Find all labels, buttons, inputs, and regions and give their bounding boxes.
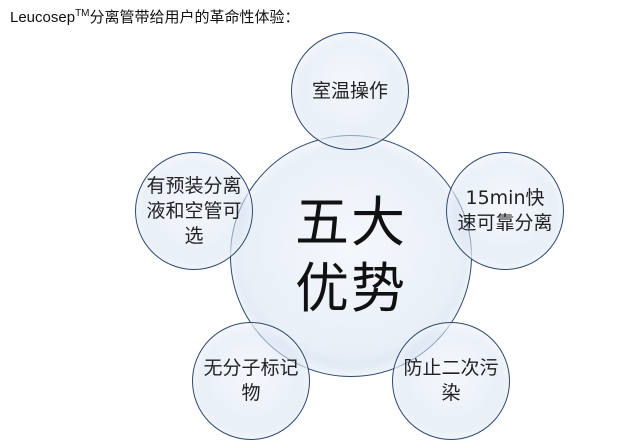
bubble-label: 15min快速可靠分离 [457,187,553,234]
bubble-room-temperature: 室温操作 [291,32,409,150]
bubble-no-markers: 无分子标记物 [192,322,310,440]
bubble-label: 无分子标记物 [203,357,299,404]
page-title: LeucosepTM分离管带给用户的革命性体验： [10,6,300,27]
brand-name: Leucosep [10,9,76,26]
bubble-label: 防止二次污染 [403,357,499,404]
title-text: 分离管带给用户的革命性体验： [89,9,300,26]
trademark-mark: TM [75,8,90,19]
bubble-no-contamination: 防止二次污染 [392,322,510,440]
bubble-fast-separation: 15min快速可靠分离 [446,152,564,270]
center-label-line2: 优势 [295,257,407,320]
bubble-label: 室温操作 [311,79,388,102]
center-label-line1: 五大 [295,191,407,254]
bubble-prefilled-options: 有预装分离液和空管可选 [135,152,253,270]
center-label: 五大 优势 [295,190,407,322]
bubble-label: 有预装分离液和空管可选 [146,174,242,247]
